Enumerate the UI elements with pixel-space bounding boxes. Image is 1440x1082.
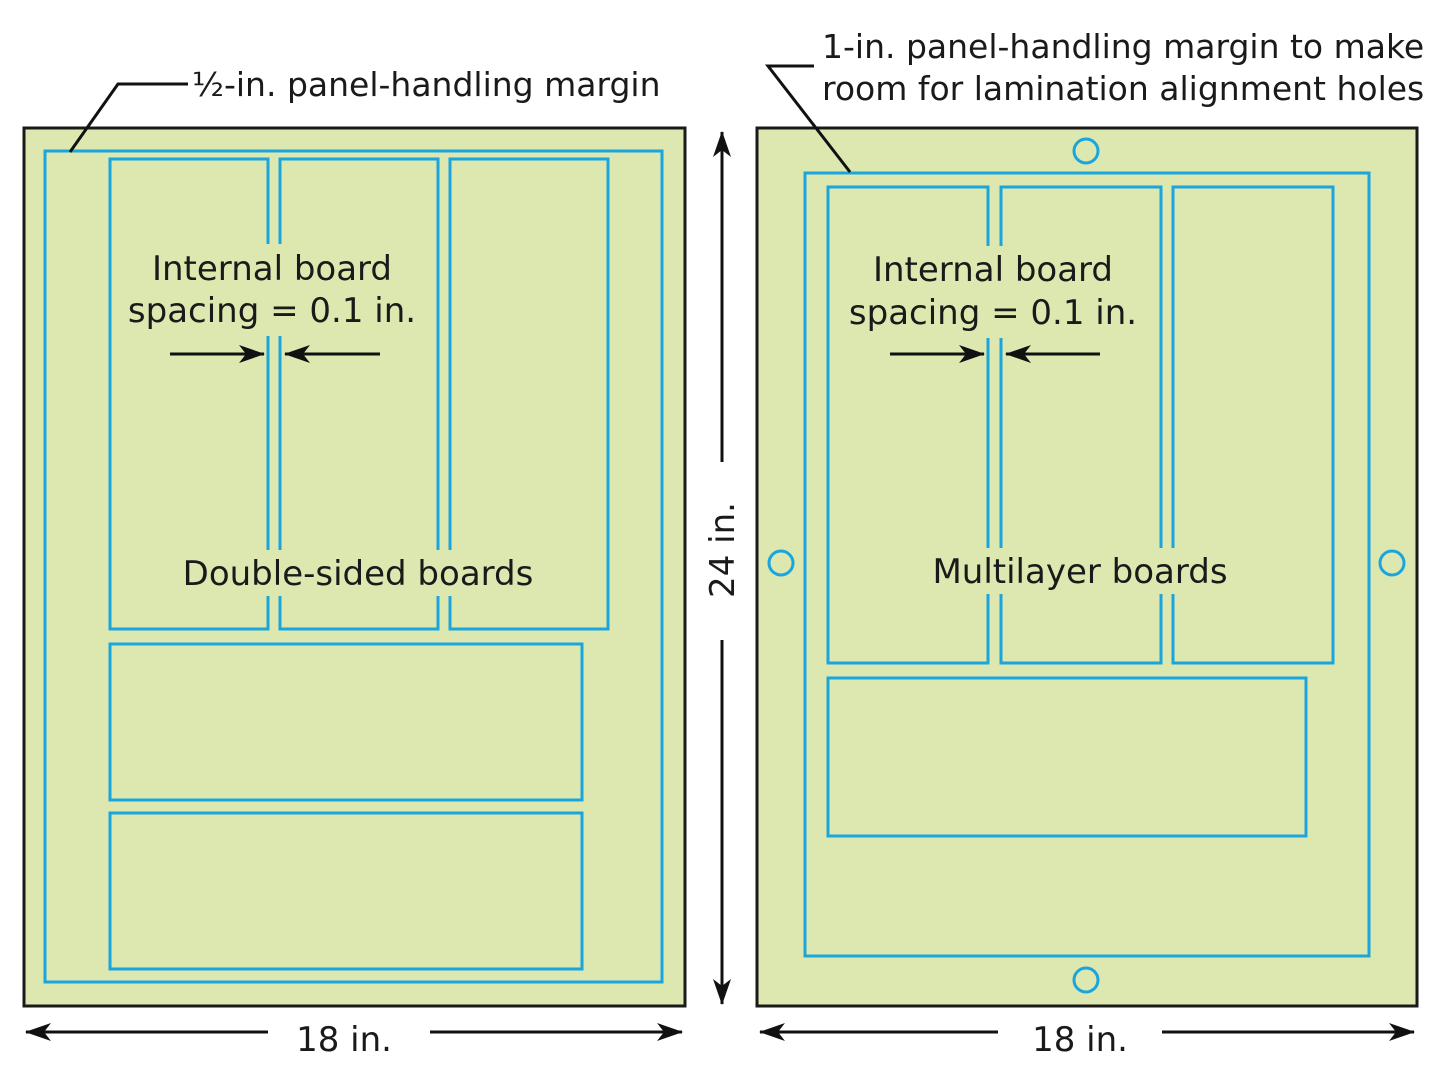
left-margin-leader-line — [68, 82, 188, 153]
right-spacing-label-bg — [878, 246, 1110, 338]
left-boards-label: Double-sided boards — [183, 554, 534, 594]
right-spacing-label-line1: Internal board — [873, 250, 1113, 290]
left-panel: ½-in. panel-handling margin Internal boa… — [22, 65, 687, 1060]
alignment-hole-left — [767, 549, 795, 577]
alignment-hole-right — [1378, 549, 1406, 577]
left-width-label: 18 in. — [296, 1020, 392, 1060]
right-board-2 — [999, 185, 1163, 665]
right-boards-label: Multilayer boards — [932, 552, 1227, 592]
height-dimension: 24 in. — [703, 131, 743, 1005]
left-board-1 — [108, 157, 270, 631]
left-margin-callout: ½-in. panel-handling margin — [192, 65, 661, 104]
alignment-hole-bottom — [1072, 966, 1100, 994]
right-margin-callout-line2: room for lamination alignment holes — [822, 69, 1424, 108]
left-board-5 — [108, 811, 584, 971]
left-boards-label-bg — [190, 550, 526, 596]
right-panel: 1-in. panel-handling margin to make room… — [755, 27, 1424, 1060]
right-board-1 — [826, 185, 990, 665]
left-board-4 — [108, 642, 584, 802]
left-board-3 — [448, 157, 610, 631]
right-margin-callout-line1: 1-in. panel-handling margin to make — [822, 27, 1424, 66]
right-width-label: 18 in. — [1032, 1020, 1128, 1060]
right-margin-leader-line — [764, 64, 852, 173]
right-board-3 — [1171, 185, 1335, 665]
left-spacing-label-line2: spacing = 0.1 in. — [128, 291, 416, 331]
right-board-4 — [826, 676, 1308, 838]
right-margin-outline — [803, 171, 1371, 958]
right-boards-label-bg — [938, 548, 1224, 594]
left-spacing-label-bg — [160, 244, 392, 336]
left-spacing-label-line1: Internal board — [152, 249, 392, 289]
alignment-hole-top — [1072, 137, 1100, 165]
left-margin-outline — [43, 149, 664, 984]
left-board-2 — [278, 157, 440, 631]
right-spacing-label-line2: spacing = 0.1 in. — [849, 293, 1137, 333]
height-label: 24 in. — [703, 502, 743, 598]
